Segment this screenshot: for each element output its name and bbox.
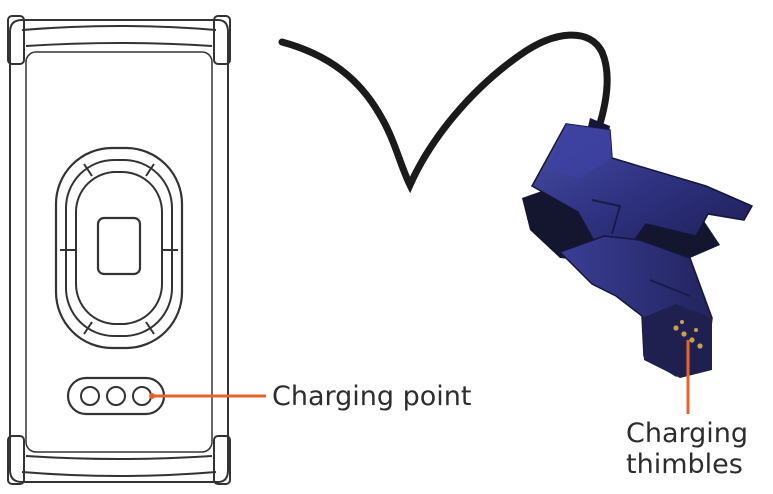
callout-charging-point — [149, 393, 266, 399]
tracker-drawing — [7, 15, 231, 485]
charging-contact-2 — [106, 386, 126, 406]
tracker-bottom-lug-right — [213, 435, 231, 485]
charging-point-label: Charging point — [272, 381, 472, 412]
charger-drawing — [278, 31, 754, 378]
tracker-top-band-inner — [25, 42, 213, 47]
tracker-bottom-band-inner — [25, 455, 213, 460]
sensor-outer-ring — [54, 146, 184, 350]
sensor-middle-ring — [65, 159, 173, 337]
tracker-bottom-lug-left — [7, 435, 25, 485]
charging-thimbles-label: Charging thimbles — [626, 418, 748, 480]
charger-groove — [649, 279, 691, 297]
tracker-top-lug-left — [7, 15, 25, 65]
charger-pin-block — [642, 304, 712, 378]
charging-thimbles-label-line2: thimbles — [626, 449, 743, 481]
charging-thimble-pins — [673, 320, 703, 349]
charger-top-face — [548, 124, 612, 178]
sensor-window — [96, 216, 142, 276]
tracker-outer-body — [9, 19, 229, 483]
sensor-tick — [145, 321, 155, 335]
tracker-top-band — [21, 25, 217, 31]
tracker-top-lug-right — [213, 15, 231, 65]
sensor-tick — [145, 163, 155, 177]
charging-thimbles-label-line1: Charging — [626, 418, 749, 449]
charging-contact-3 — [132, 386, 152, 406]
charger-groove — [591, 199, 622, 235]
sensor-tick — [83, 163, 93, 177]
tracker-bottom-band — [21, 471, 217, 477]
charging-contact-1 — [80, 386, 100, 406]
sensor-tick — [83, 321, 93, 335]
charger-cable — [278, 31, 611, 194]
tracker-inner-panel — [25, 51, 213, 453]
sensor-inner-ring — [75, 171, 163, 325]
